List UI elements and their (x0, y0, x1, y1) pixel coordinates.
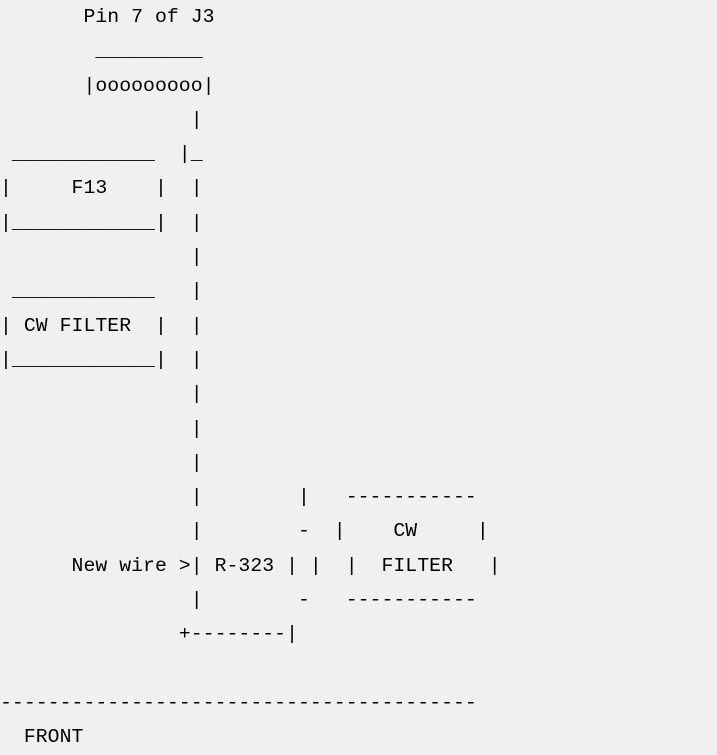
wire-segment: | (0, 246, 203, 269)
blank-line (0, 652, 501, 686)
cw-filter-right-label: | - | CW | (0, 520, 489, 543)
wire-junction: +--------| (0, 623, 299, 646)
box-cw-filter-label: | CW FILTER | | (0, 314, 203, 337)
wire-from-pin: | (0, 108, 203, 131)
box-f13-bottom: |____________| | (0, 211, 203, 234)
connector-j3-top: _________ (0, 40, 203, 63)
cw-filter-right-bottom: | - ----------- (0, 589, 477, 612)
box-cw-filter-bottom: |____________| | (0, 348, 203, 371)
box-cw-filter-top: ____________ | (0, 280, 203, 303)
cw-filter-right-top: | | ----------- (0, 486, 477, 509)
ascii-wiring-diagram: Pin 7 of J3 _________ |ooooooooo| | ____… (0, 6, 501, 749)
new-wire-r323-line: New wire >| R-323 | | | FILTER | (0, 554, 501, 577)
wire-segment: | (0, 417, 203, 440)
wire-segment: | (0, 383, 203, 406)
wiring-diagram: Pin 7 of J3 _________ |ooooooooo| | ____… (0, 6, 501, 749)
label-front: FRONT (0, 726, 84, 749)
connector-j3-pins: |ooooooooo| (0, 74, 215, 97)
box-f13-top: ____________ |_ (0, 143, 203, 166)
label-pin-7-of-j3: Pin 7 of J3 (0, 6, 215, 28)
front-divider: ---------------------------------------- (0, 691, 477, 714)
box-f13-label: | F13 | | (0, 177, 203, 200)
wire-segment: | (0, 451, 203, 474)
